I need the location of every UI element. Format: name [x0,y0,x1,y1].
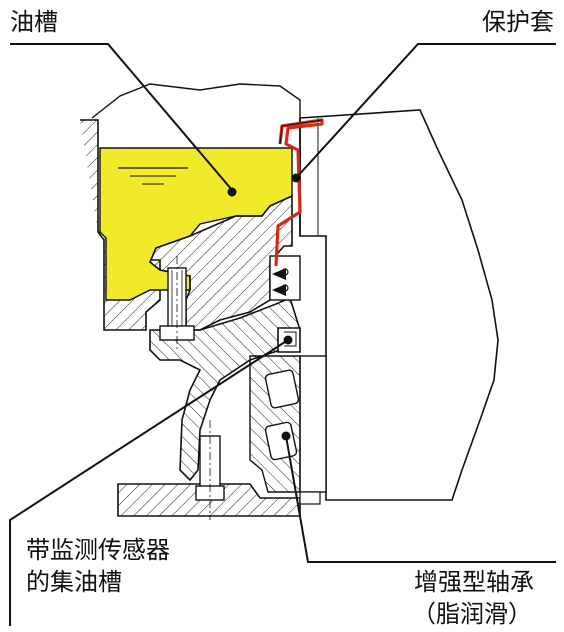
bearing-roller-1 [264,369,300,409]
leader-collector-tank [9,339,289,626]
label-collector-tank-line2: 的集油槽 [26,568,122,596]
label-oil-tank: 油槽 [10,8,58,36]
label-protective-sleeve: 保护套 [482,8,554,36]
rotor-body [299,109,499,501]
leader-protective-sleeve [295,43,556,179]
bearing-housing [149,194,293,331]
leader-oil-tank [10,43,233,191]
retainer [299,491,321,505]
top-break-line [91,83,301,119]
label-bearing-line2: （脂润滑） [412,600,532,628]
lower-housing [149,296,301,482]
label-bearing-line1: 增强型轴承 [414,568,534,596]
label-collector-tank-line1: 带监测传感器 [26,536,170,564]
leader-bearing [285,435,556,563]
bearing-inner-ring [299,355,327,493]
